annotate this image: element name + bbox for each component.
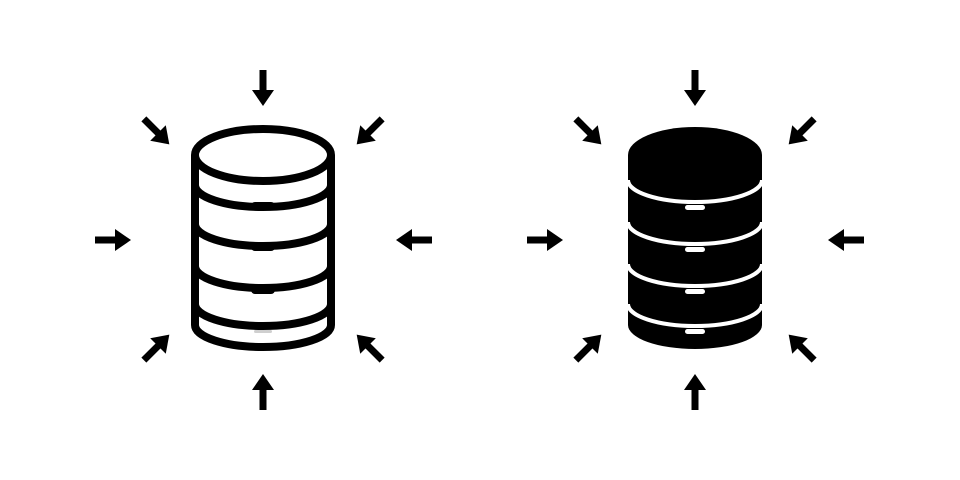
arrow-icon-top-right bbox=[349, 111, 390, 152]
arrow-icon-bottom-right bbox=[349, 327, 390, 368]
disk-slot bbox=[251, 286, 275, 294]
database-outline-icon bbox=[191, 125, 335, 351]
disk-slot-group bbox=[251, 202, 275, 333]
database-filled-group bbox=[480, 0, 960, 480]
arrow-icon-top bbox=[252, 70, 274, 106]
arrow-icon-left bbox=[527, 229, 563, 251]
disk-slot bbox=[251, 243, 275, 251]
arrow-icon-right bbox=[828, 229, 864, 251]
arrow-icon-bottom-right bbox=[781, 327, 822, 368]
arrow-icon-right bbox=[396, 229, 432, 251]
disk-slot bbox=[254, 330, 272, 333]
arrow-icon-top bbox=[684, 70, 706, 106]
arrow-icon-left bbox=[95, 229, 131, 251]
arrow-icon-bottom bbox=[252, 374, 274, 410]
arrow-icon-top-left bbox=[568, 111, 609, 152]
database-filled-icon bbox=[626, 127, 764, 349]
disk-slot bbox=[685, 205, 705, 210]
arrow-icon-top-right bbox=[781, 111, 822, 152]
arrow-icon-bottom bbox=[684, 374, 706, 410]
arrow-icon-bottom-left bbox=[568, 327, 609, 368]
arrow-icon-top-left bbox=[136, 111, 177, 152]
arrow-icon-bottom-left bbox=[136, 327, 177, 368]
database-outline-group bbox=[0, 0, 480, 480]
database-filled-svg bbox=[480, 0, 960, 480]
disk-slot bbox=[685, 289, 705, 294]
disk-slot bbox=[251, 202, 275, 210]
disk-slot bbox=[685, 247, 705, 252]
database-outline-svg bbox=[0, 0, 480, 480]
disk-slot bbox=[685, 329, 705, 334]
